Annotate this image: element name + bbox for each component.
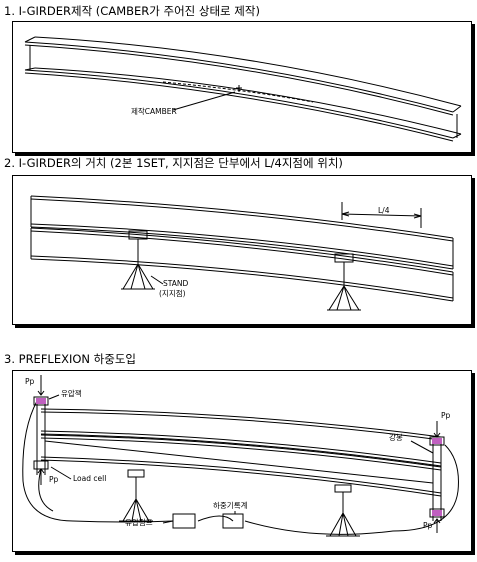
quarter-span-label: L/4 [378,206,390,215]
girder-placement-diagram [30,195,454,311]
pp-label-top-right: Pp [441,411,451,420]
stand-sub-label: (지지점) [159,289,186,298]
jack-mark-bottom-right [432,510,442,516]
pp-label-bottom-left: Pp [49,475,59,484]
section-2-title: 2. I-GIRDER의 거치 (2본 1SET, 지지점은 단부에서 L/4지… [4,156,343,170]
section-3-title: 3. PREFLEXION 하중도입 [4,352,137,366]
section-2-panel: L/4 STAND (지지점) [12,175,472,325]
jack-mark-top-left [36,398,46,404]
jack-accent-marks [36,398,442,516]
section-1-panel: 제작CAMBER [12,21,472,153]
section-1-title: 1. I-GIRDER제작 (CAMBER가 주어진 상태로 제작) [4,4,260,18]
pp-label-bottom-right: Pp [423,521,433,530]
load-cell-label: Load cell [73,474,107,483]
pp-label-top-left: Pp [25,377,35,386]
section-3-panel: Pp Pp Pp Pp 유압잭 Load cell 강봉 유압펌프 하중기록계 [12,370,472,552]
girder-fabrication-diagram [24,36,462,142]
jack-label: 유압잭 [61,389,82,398]
jack-mark-top-right [432,438,442,444]
stand-label: STAND [163,279,189,288]
tie-rod-label: 강봉 [389,433,403,442]
camber-label: 제작CAMBER [131,107,177,116]
preflexion-loading-diagram [22,375,459,537]
recorder-label: 하중기록계 [213,501,248,510]
pump-label: 유압펌프 [125,518,153,527]
